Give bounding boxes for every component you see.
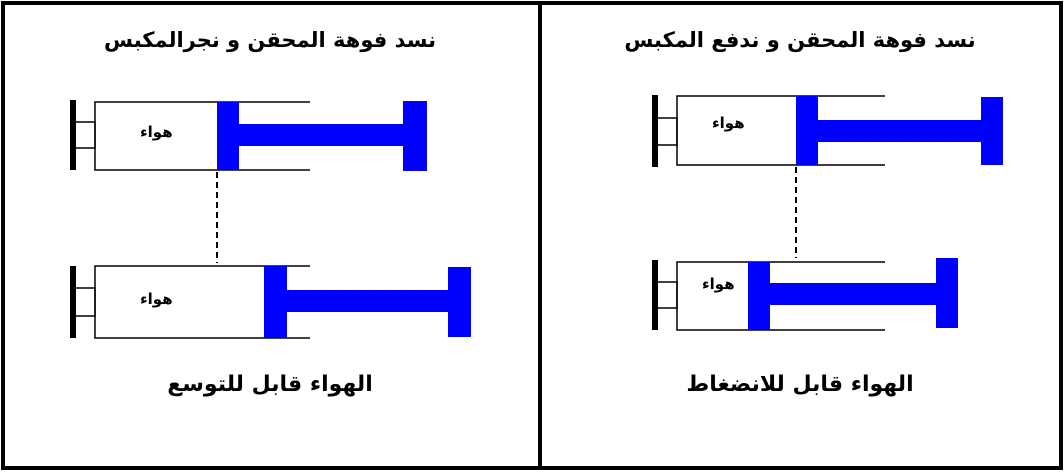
left-bottom-syringe: [70, 265, 471, 339]
right-bottom-syringe: [652, 258, 958, 331]
plunger-thumb: [448, 267, 471, 337]
right-bottom-air-label: هواء: [702, 275, 735, 293]
plunger-head: [217, 102, 239, 170]
plunger-rod: [287, 290, 450, 312]
syringe-nozzle: [658, 281, 678, 309]
left-panel-title: نسد فوهة المحقن و نجرالمكبس: [104, 28, 436, 52]
syringe-barrel: [676, 95, 885, 166]
syringe-barrel: [94, 101, 310, 171]
left-top-syringe: [70, 100, 427, 171]
plunger-thumb: [981, 97, 1003, 165]
right-top-syringe: [652, 95, 1003, 167]
nozzle-cap: [652, 260, 658, 330]
left-top-air-label: هواء: [140, 123, 173, 141]
plunger-head: [748, 262, 770, 330]
left-panel-caption: الهواء قابل للتوسع: [167, 372, 373, 397]
plunger-rod: [818, 120, 983, 142]
plunger-thumb: [403, 101, 427, 171]
left-bottom-air-label: هواء: [140, 290, 173, 308]
nozzle-cap: [70, 100, 76, 170]
plunger-thumb: [936, 258, 958, 328]
syringe-nozzle: [658, 117, 678, 146]
plunger-head: [796, 96, 818, 165]
right-top-air-label: هواء: [712, 114, 745, 132]
nozzle-cap: [70, 266, 76, 338]
syringe-nozzle: [76, 287, 96, 317]
right-panel-caption: الهواء قابل للانضغاط: [686, 372, 914, 397]
plunger-rod: [239, 124, 405, 146]
plunger-head: [264, 266, 287, 338]
right-panel-title: نسد فوهة المحقن و ندفع المكبس: [624, 28, 976, 52]
plunger-rod: [770, 283, 938, 305]
syringe-barrel: [676, 261, 885, 331]
nozzle-cap: [652, 95, 658, 167]
syringe-nozzle: [76, 121, 96, 149]
syringe-barrel: [94, 265, 310, 339]
